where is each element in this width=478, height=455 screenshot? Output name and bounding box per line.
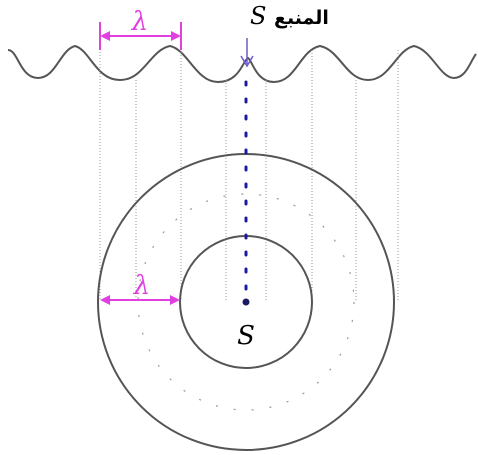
wavelength-label-side: λ — [133, 271, 150, 301]
source-label-arabic: المنبع — [274, 7, 329, 29]
wavelength-label-top: λ — [131, 7, 148, 37]
wavelength-marker-top — [99, 22, 182, 50]
wavelength-marker-side — [100, 295, 180, 305]
middle-dashed-ring — [137, 193, 355, 411]
wave-profile-curve — [7, 44, 477, 84]
source-symbol-center: S — [237, 321, 255, 351]
source-point — [242, 298, 250, 306]
projection-guide-lines — [99, 40, 399, 300]
source-arrow — [240, 38, 254, 68]
source-symbol-top: S — [250, 2, 266, 30]
